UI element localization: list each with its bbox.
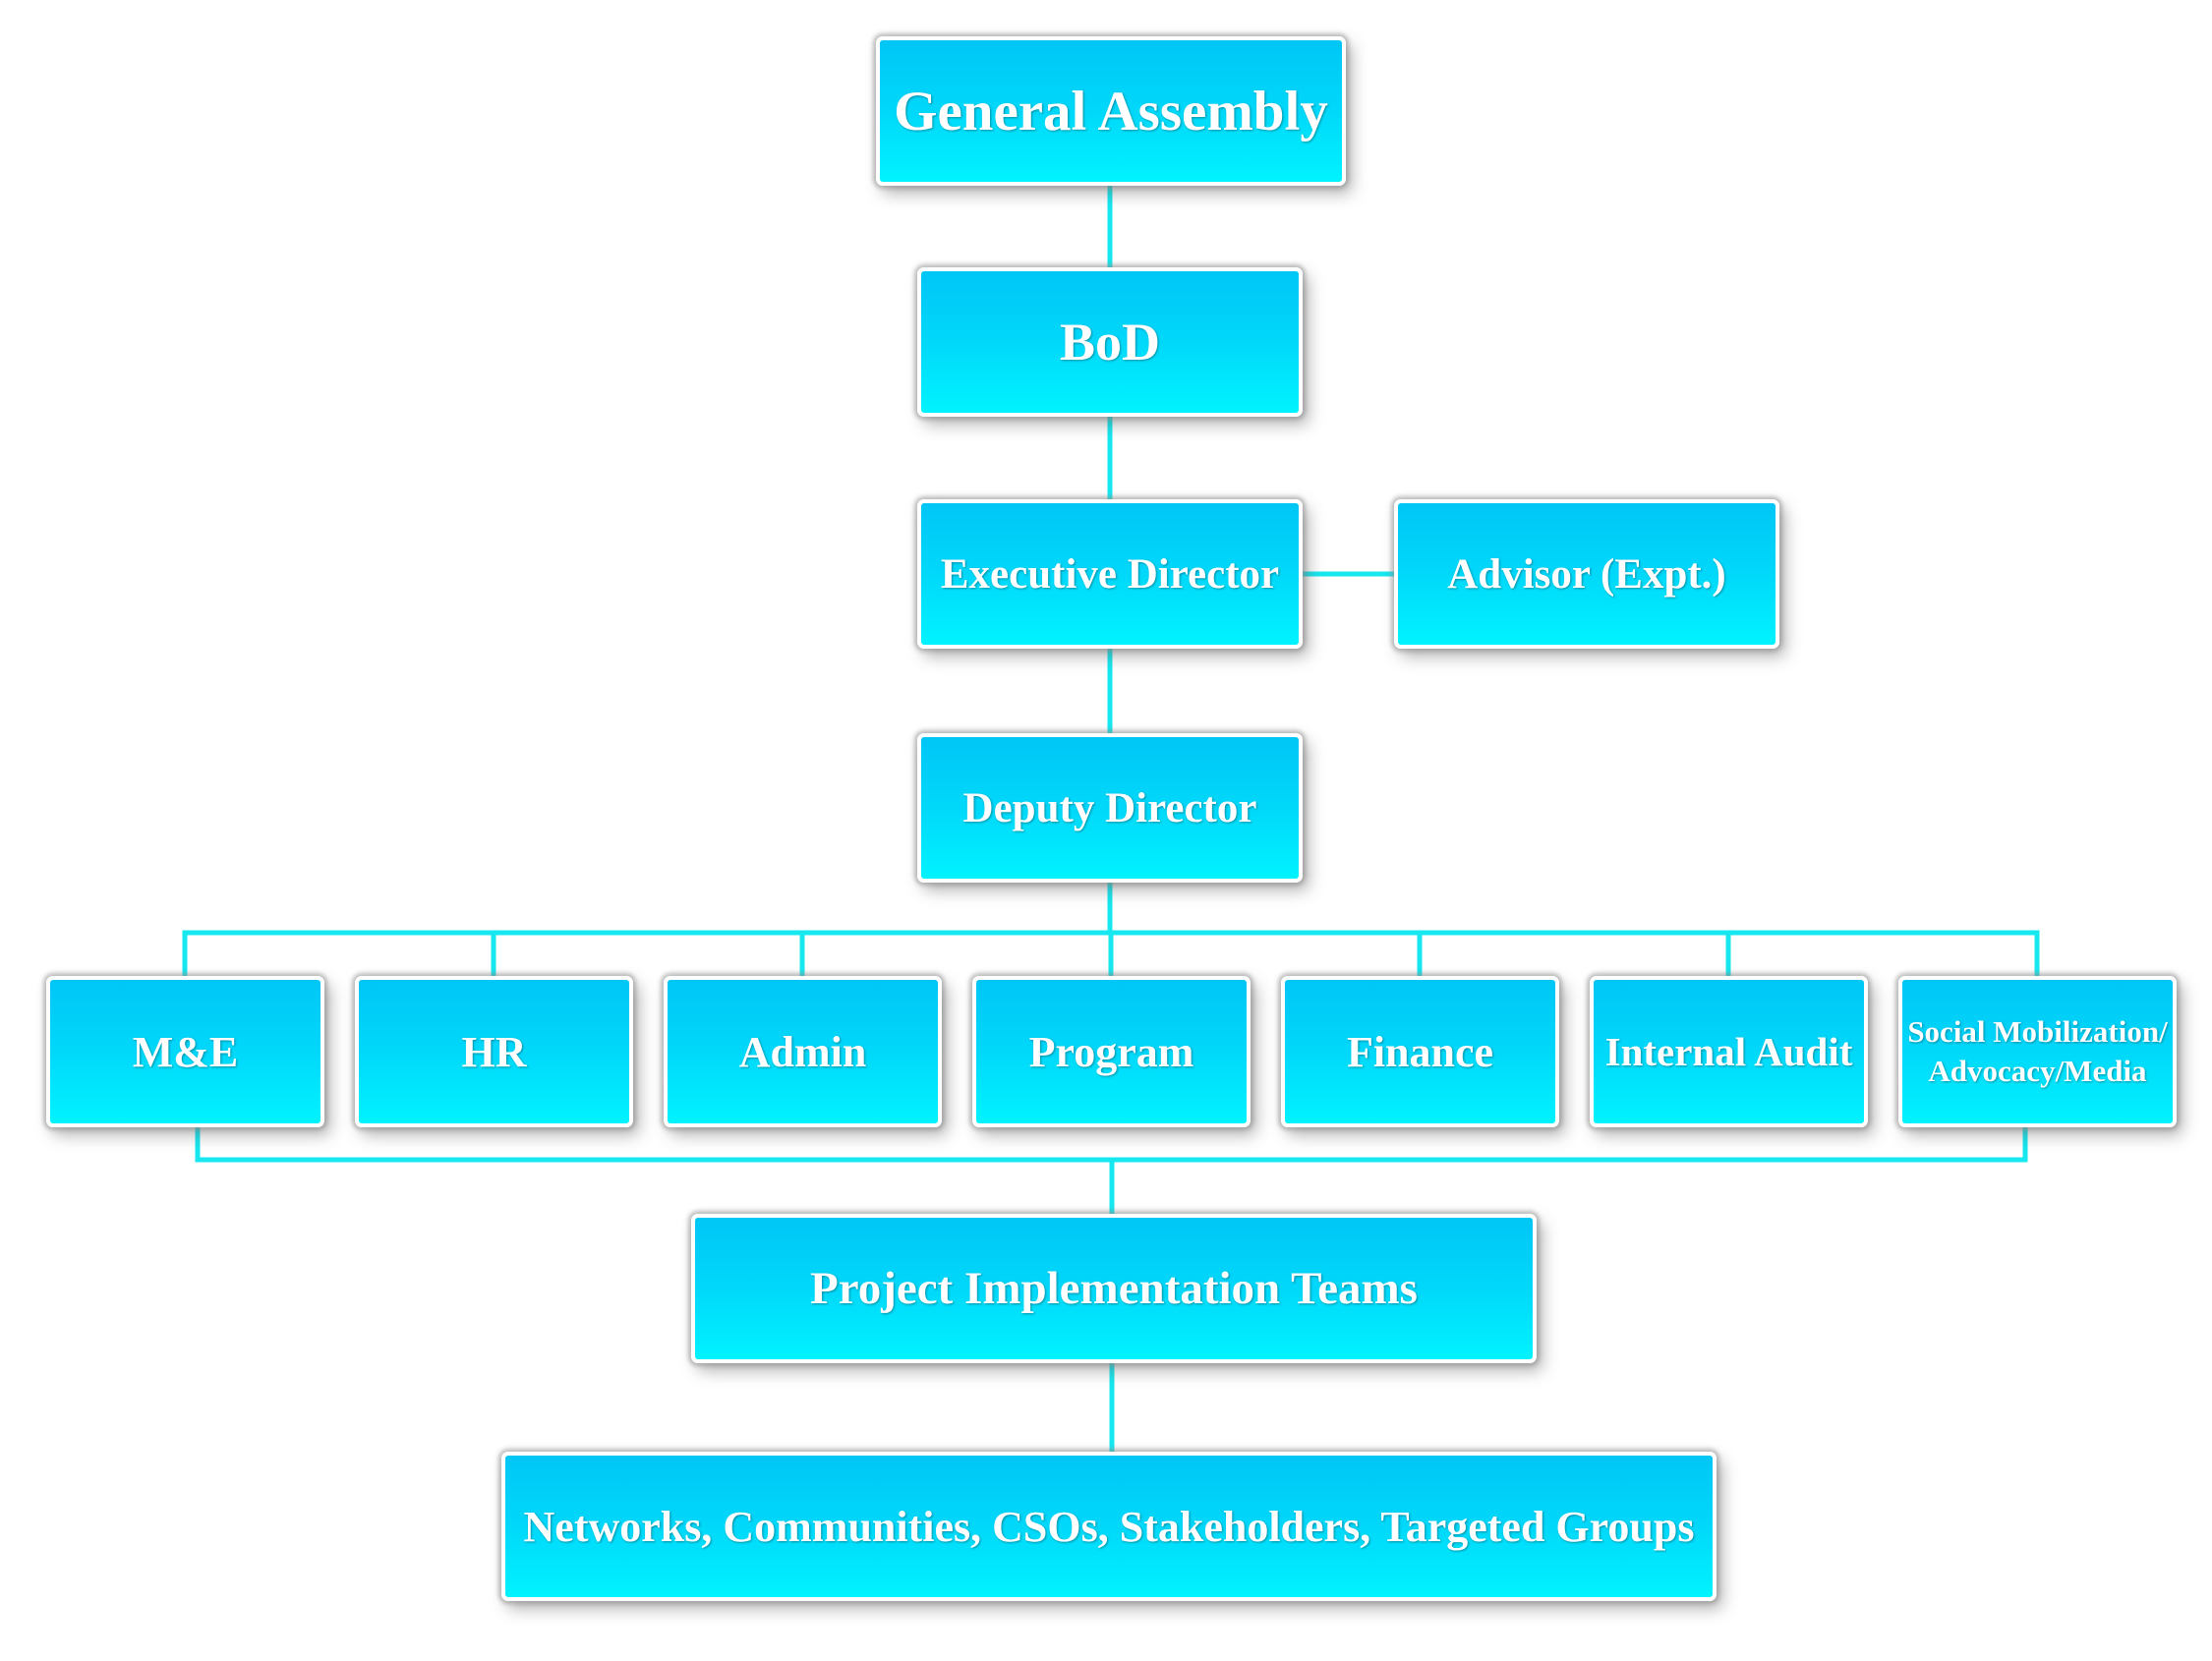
node-dept-finance-label: Finance (1346, 1027, 1494, 1076)
node-advisor-label: Advisor (Expt.) (1447, 550, 1726, 598)
node-networks: Networks, Communities, CSOs, Stakeholder… (501, 1452, 1717, 1601)
node-dept-social-mobilization: Social Mobilization/ Advocacy/Media (1898, 976, 2177, 1127)
node-dept-hr: HR (355, 976, 633, 1127)
node-deputy-director-label: Deputy Director (962, 784, 1257, 831)
node-dept-finance: Finance (1281, 976, 1559, 1127)
node-bod: BoD (917, 267, 1303, 417)
node-dept-program-label: Program (1028, 1027, 1194, 1076)
node-general-assembly: General Assembly (876, 36, 1346, 186)
node-advisor: Advisor (Expt.) (1394, 499, 1779, 649)
node-project-implementation-teams-label: Project Implementation Teams (810, 1263, 1418, 1314)
node-networks-label: Networks, Communities, CSOs, Stakeholder… (523, 1502, 1695, 1551)
node-executive-director: Executive Director (917, 499, 1303, 649)
node-dept-internal-audit-label: Internal Audit (1604, 1029, 1853, 1074)
node-dept-admin-label: Admin (738, 1027, 867, 1076)
node-dept-me: M&E (46, 976, 324, 1127)
node-dept-admin: Admin (664, 976, 942, 1127)
node-dept-hr-label: HR (461, 1027, 527, 1076)
node-project-implementation-teams: Project Implementation Teams (691, 1214, 1537, 1363)
node-dept-social-mobilization-label-line2: Advocacy/Media (1928, 1054, 2147, 1088)
node-general-assembly-label: General Assembly (894, 80, 1328, 143)
node-dept-program: Program (972, 976, 1251, 1127)
node-deputy-director: Deputy Director (917, 733, 1303, 883)
node-dept-social-mobilization-label-line1: Social Mobilization/ (1907, 1013, 2168, 1049)
node-dept-internal-audit: Internal Audit (1590, 976, 1868, 1127)
node-executive-director-label: Executive Director (940, 550, 1280, 598)
node-bod-label: BoD (1059, 313, 1160, 372)
node-dept-me-label: M&E (132, 1027, 239, 1076)
